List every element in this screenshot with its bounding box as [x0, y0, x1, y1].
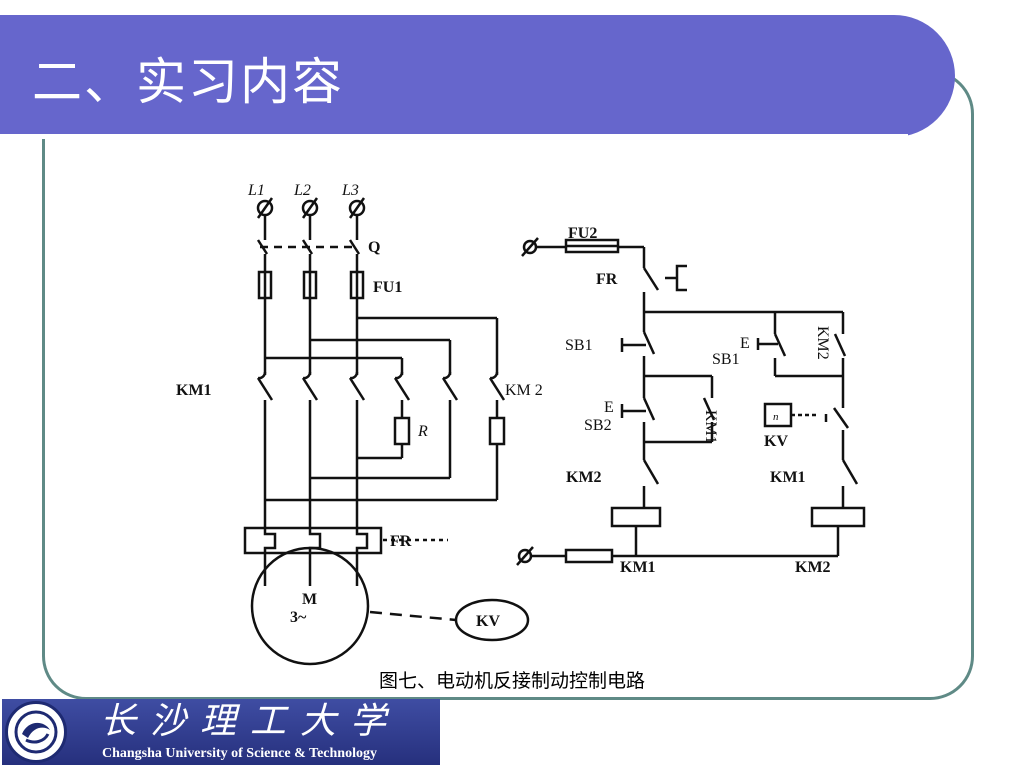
contactor-km2-main — [393, 371, 506, 401]
resistor-r — [393, 416, 411, 446]
fuse-fu1 — [257, 270, 365, 300]
label-km1-main: KM1 — [176, 382, 212, 399]
university-emblem-icon — [5, 701, 67, 763]
motor-m — [250, 546, 370, 666]
thermal-relay-fr — [243, 526, 448, 555]
university-name-en: Changsha University of Science & Technol… — [102, 746, 377, 761]
label-coil-km1: KM1 — [620, 559, 656, 576]
label-fu2: FU2 — [568, 225, 597, 242]
label-sb1-mark: E — [740, 335, 750, 352]
coil-km1 — [610, 506, 662, 528]
coil-km2 — [810, 506, 866, 528]
label-kv-relay: KV — [476, 613, 500, 630]
label-kv-symbol: n — [773, 411, 779, 423]
stop-button-sb1 — [620, 331, 656, 355]
label-km2-main: KM 2 — [505, 382, 543, 399]
label-q: Q — [368, 239, 380, 256]
control-terminal-bottom — [516, 546, 534, 566]
label-fu1: FU1 — [373, 279, 402, 296]
km2-interlock-contact — [642, 459, 660, 485]
university-name-cn: 长沙理工大学 — [100, 701, 401, 742]
label-l2: L2 — [293, 182, 311, 199]
label-r: R — [417, 423, 428, 440]
contactor-km1-main — [256, 371, 366, 401]
label-sb1-reverse: SB1 — [712, 351, 740, 368]
resistor-r2 — [488, 416, 506, 446]
label-sb2-mark: E — [604, 399, 614, 416]
figure-caption: 图七、电动机反接制动控制电路 — [378, 670, 645, 692]
label-km2-interlock: KM2 — [566, 469, 602, 486]
label-coil-km2: KM2 — [795, 559, 831, 576]
fr-contact — [642, 264, 687, 292]
slide-title: 二、实习内容 — [32, 53, 344, 111]
kv-contact — [763, 402, 850, 429]
start-button-sb2 — [620, 397, 656, 421]
speed-relay-kv — [454, 598, 530, 642]
reverse-button-sb1 — [756, 333, 787, 357]
label-motor-phase: 3~ — [290, 609, 307, 626]
label-motor-m: M — [302, 591, 317, 608]
control-terminal-top — [521, 237, 539, 257]
label-sb1-stop: SB1 — [565, 337, 593, 354]
label-fr-control: FR — [596, 271, 618, 288]
switch-q — [256, 239, 361, 255]
label-km1-aux: KM1 — [702, 410, 719, 444]
label-l3: L3 — [341, 182, 359, 199]
university-logo: 长沙理工大学 Changsha University of Science & … — [2, 699, 440, 765]
label-fr-main: FR — [390, 533, 412, 550]
label-km2-aux: KM2 — [814, 326, 831, 360]
label-l1: L1 — [247, 182, 265, 199]
label-kv-contact: KV — [764, 433, 788, 450]
label-sb2: SB2 — [584, 417, 612, 434]
title-bar: 二、实习内容 — [0, 15, 955, 137]
km1-interlock-contact — [841, 459, 859, 485]
title-underline — [0, 134, 908, 139]
content-frame — [42, 70, 974, 700]
label-km1-interlock: KM1 — [770, 469, 806, 486]
